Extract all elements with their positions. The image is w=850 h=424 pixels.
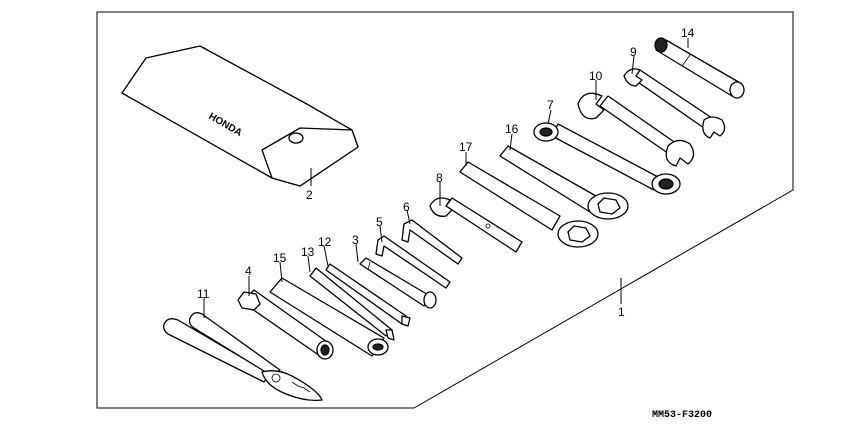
callout-12: 12 bbox=[318, 235, 332, 249]
drawing-code: MM53-F3200 bbox=[652, 410, 712, 421]
callout-11: 11 bbox=[197, 287, 210, 301]
callout-15: 15 bbox=[273, 251, 287, 265]
callout-1: 1 bbox=[618, 305, 625, 319]
callout-2: 2 bbox=[306, 188, 313, 202]
callout-5: 5 bbox=[376, 215, 383, 229]
wrench-16 bbox=[499, 145, 629, 220]
callout-4: 4 bbox=[245, 264, 252, 278]
screwdriver-13 bbox=[309, 267, 395, 341]
callout-9: 9 bbox=[630, 45, 637, 59]
socket-wrench bbox=[654, 37, 745, 99]
callout-6: 6 bbox=[403, 200, 410, 214]
callout-14: 14 bbox=[681, 26, 695, 40]
callout-8: 8 bbox=[436, 171, 443, 185]
callout-16: 16 bbox=[505, 122, 519, 136]
tool-pouch: HONDA bbox=[121, 45, 359, 187]
frame-outline bbox=[96, 11, 794, 409]
wrench-17 bbox=[459, 161, 599, 248]
screwdriver-handle bbox=[359, 257, 437, 309]
wrench-10 bbox=[577, 92, 695, 167]
wrench-8 bbox=[429, 197, 523, 253]
callout-10: 10 bbox=[589, 69, 603, 83]
hex-key-6 bbox=[401, 219, 463, 265]
wrench-7 bbox=[533, 122, 681, 195]
callout-labels: 1 2 3 4 5 6 7 8 9 10 11 12 13 14 15 16 1… bbox=[197, 26, 695, 319]
pliers bbox=[163, 312, 323, 402]
callout-3: 3 bbox=[352, 233, 359, 247]
wrench-9 bbox=[623, 68, 726, 139]
grip-handle bbox=[269, 277, 389, 357]
callout-13: 13 bbox=[301, 245, 315, 259]
callout-7: 7 bbox=[547, 98, 554, 112]
callout-17: 17 bbox=[459, 140, 473, 154]
leader-lines bbox=[203, 38, 689, 318]
spark-plug-wrench bbox=[237, 289, 334, 360]
hex-key-5 bbox=[375, 235, 451, 289]
screwdriver bbox=[325, 263, 411, 327]
